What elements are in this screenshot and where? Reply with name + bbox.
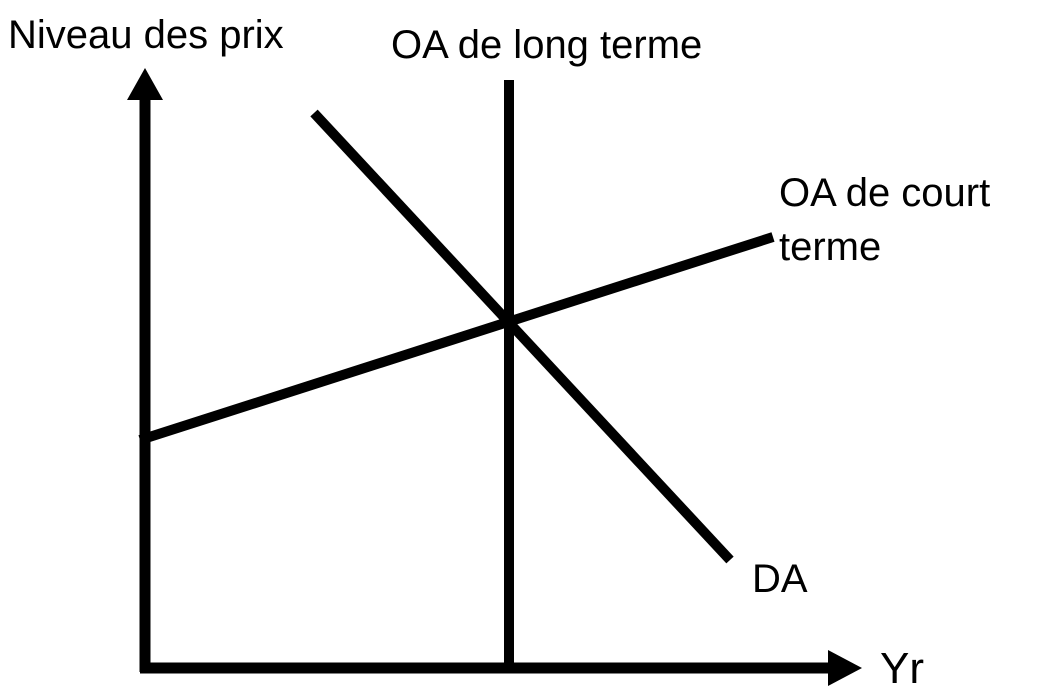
y-axis-label: Niveau des prix (8, 13, 284, 57)
y-axis-arrowhead (127, 68, 163, 100)
aggregate-demand-curve (310, 109, 734, 564)
x-axis-label: Yr (880, 644, 924, 686)
aggregate-demand-label: DA (752, 557, 808, 601)
short-run-supply-label-line1: OA de court (779, 171, 990, 215)
short-run-supply-label-line2: terme (779, 225, 881, 269)
long-run-supply-label: OA de long terme (391, 23, 702, 67)
short-run-supply-curve (138, 232, 775, 445)
x-axis-arrowhead (828, 650, 862, 686)
